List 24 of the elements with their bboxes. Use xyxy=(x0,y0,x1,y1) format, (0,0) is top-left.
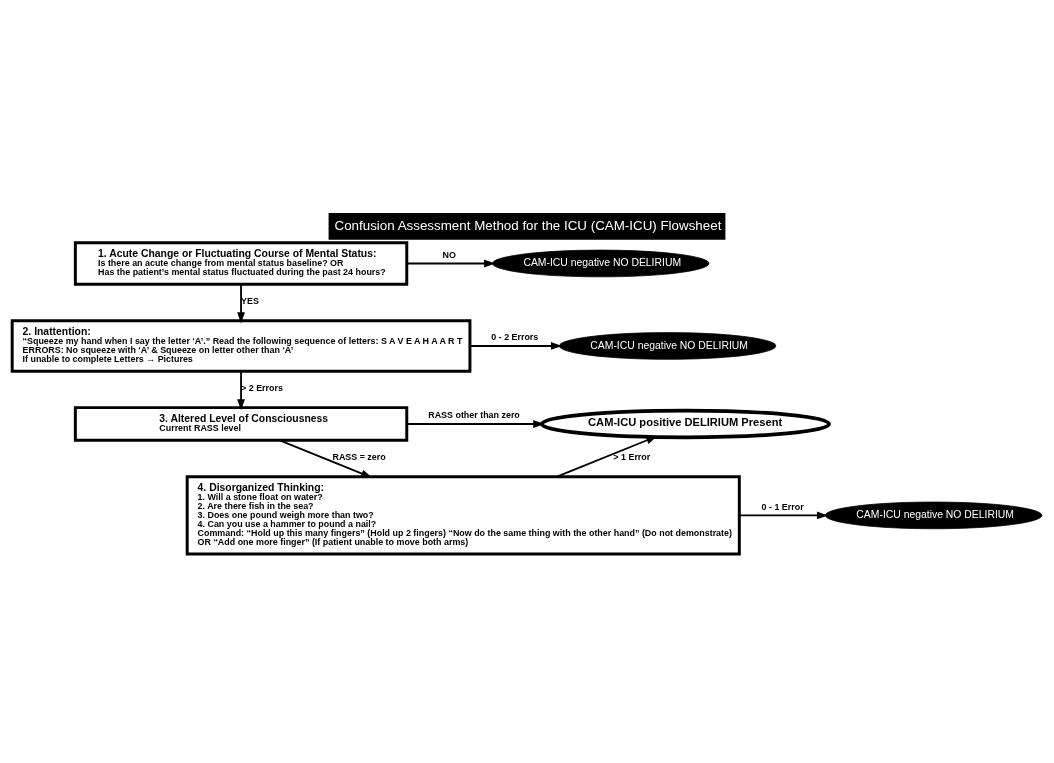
edge-label: 0 - 2 Errors xyxy=(491,331,539,342)
node-box: 3. Altered Level of Consciousness Current RASS level xyxy=(73,405,409,442)
arrow xyxy=(406,259,496,267)
node-box: 2. Inattention: “Squeeze my hand when I say the letter ‘A’.” Read the following sequence of letters: S A V E A H A A R T ERRORS: No squeeze with ‘A’ & Squeeze on letter other than ‘A’ If unable to complete Letters → Pictures xyxy=(10,318,472,373)
arrow xyxy=(469,341,563,350)
arrow xyxy=(237,283,245,323)
node-ellipse: CAM-ICU negative NO DELIRIUM xyxy=(825,501,1043,529)
arrow xyxy=(237,369,245,410)
edge-label: > 1 Error xyxy=(613,451,651,462)
node-ellipse: CAM-ICU positive DELIRIUM Present xyxy=(539,408,831,439)
node-box: 4. Disorganized Thinking: 1. Will a stone float on water? 2. Are there fish in the sea? 3. Does one pound weigh more than two? 4. Can you use a hammer to pound a nail? Command: “Hold up this many fingers” (Hold up 2 fingers) “Now do the same thing with the other hand” (Do not demonstrate) OR “Add one more finger” (If patient unable to move both arms) xyxy=(185,474,741,555)
edge-label: > 2 Errors xyxy=(241,382,283,393)
edge-label: 0 - 1 Error xyxy=(761,501,804,512)
edge-label: RASS = zero xyxy=(332,451,386,462)
node-box: 1. Acute Change or Fluctuating Course of Mental Status: Is there an acute change from mental status baseline? OR Has the patient’s mental status fluctuated during the past 24 hours? xyxy=(73,240,409,286)
edge-label: RASS other than zero xyxy=(428,409,520,420)
diagram-title: Confusion Assessment Method for the ICU (CAM-ICU) Flowsheet xyxy=(334,217,722,233)
arrow xyxy=(278,438,373,478)
node-ellipse: CAM-ICU negative NO DELIRIUM xyxy=(492,249,710,277)
edge-label: YES xyxy=(241,295,259,306)
arrow xyxy=(556,435,658,478)
edge-label: NO xyxy=(442,249,456,260)
node-ellipse: CAM-ICU negative NO DELIRIUM xyxy=(559,331,777,360)
arrow xyxy=(738,510,829,519)
